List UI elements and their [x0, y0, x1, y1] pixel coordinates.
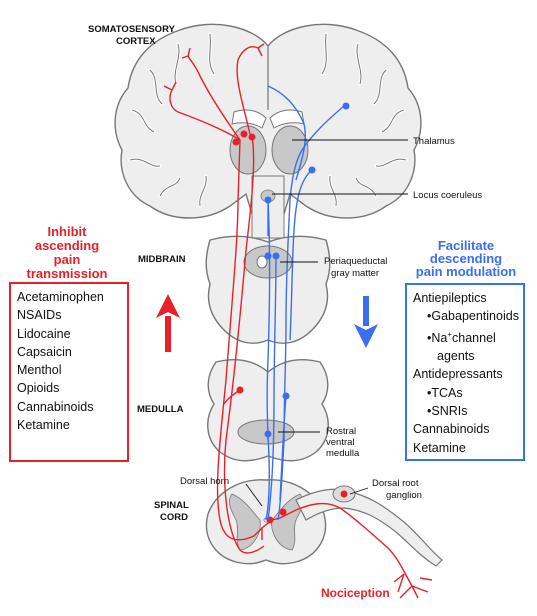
locus-coeruleus-label: Locus coeruleus — [413, 190, 482, 201]
right-heading-line3: pain modulation — [416, 264, 516, 279]
left-heading-line3: pain — [54, 252, 81, 267]
drug-item: Menthol — [17, 363, 62, 378]
drug-item-ketamine: Ketamine — [413, 440, 466, 455]
thalamus-label: Thalamus — [413, 136, 455, 147]
medulla-label: MEDULLA — [137, 404, 184, 415]
brain-section — [114, 23, 422, 239]
drug-item: Lidocaine — [17, 326, 71, 341]
drug-item: Ketamine — [17, 418, 70, 433]
drug-item-gabapentinoids: •Gabapentinoids — [427, 309, 519, 324]
rvm-label-line2: ventral — [326, 437, 355, 448]
drug-item: Capsaicin — [17, 344, 72, 359]
descending-neuron-dots — [264, 102, 350, 438]
left-heading-line1: Inhibit — [48, 224, 88, 239]
red-up-arrow-icon — [156, 294, 180, 352]
pag-label-line1: Periaqueductal — [324, 256, 387, 267]
dorsal-horn-label: Dorsal horn — [180, 476, 229, 487]
spinal-cord-label-line1: SPINAL — [154, 500, 189, 511]
drug-class-antiepileptics: Antiepileptics — [413, 291, 487, 305]
drug-item: NSAIDs — [17, 308, 62, 323]
na-suffix: channel — [452, 330, 496, 345]
ascending-neuron-dots — [232, 130, 348, 524]
pag-label-line2: gray matter — [331, 268, 379, 279]
drug-item: Cannabinoids — [17, 399, 94, 414]
drg-label-line2: ganglion — [386, 490, 422, 501]
blue-down-arrow-icon — [354, 296, 378, 348]
midbrain-label: MIDBRAIN — [138, 254, 186, 265]
ascending-drug-list: Acetaminophen NSAIDs Lidocaine Capsaicin… — [9, 282, 129, 462]
drug-item-snris: •SNRIs — [427, 403, 468, 418]
drug-item: Opioids — [17, 381, 60, 396]
left-heading-line2: ascending — [35, 238, 99, 253]
descending-pathway — [265, 85, 345, 521]
leader-lines — [245, 139, 408, 507]
na-charge: + — [447, 329, 453, 339]
rvm-label-line3: medulla — [326, 448, 360, 459]
nociception-label: Nociception — [321, 586, 390, 600]
drug-item-tcas: •TCAs — [427, 385, 463, 400]
midbrain-section — [205, 235, 331, 344]
right-heading-line2: descending — [430, 251, 502, 266]
spinal-cord-label-line2: CORD — [160, 512, 188, 523]
drug-class-antidepressants: Antidepressants — [413, 367, 503, 382]
descending-drug-list: Antiepileptics •Gabapentinoids •Na+chann… — [405, 283, 525, 461]
na-prefix: •Na — [427, 330, 448, 345]
drug-item-cannabinoids: Cannabinoids — [413, 422, 490, 437]
drug-item: Acetaminophen — [17, 290, 104, 304]
left-heading-line4: transmission — [27, 266, 108, 281]
drg-label-line1: Dorsal root — [372, 478, 419, 489]
drug-item-na-channel: •Na+channel — [413, 326, 517, 347]
cortex-label-line2: CORTEX — [116, 36, 156, 47]
cortex-label-line1: SOMATOSENSORY — [88, 24, 176, 35]
ascending-pathway — [163, 43, 433, 599]
rvm-label-line1: Rostral — [326, 426, 356, 437]
right-heading-line1: Facilitate — [438, 238, 494, 253]
drug-item-agents: agents — [437, 349, 475, 364]
